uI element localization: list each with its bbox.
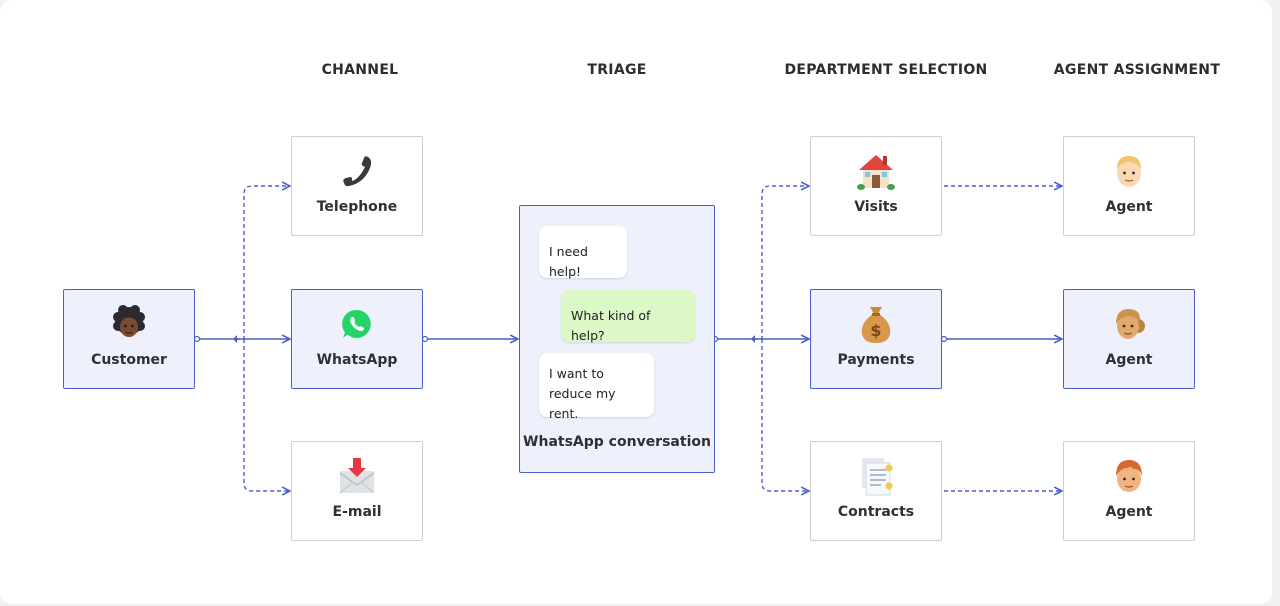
agent-node[interactable]: Agent (1063, 441, 1195, 541)
junction-arrow (751, 335, 755, 343)
message-bubble-outgoing: What kind of help? (561, 290, 695, 343)
money-bag-icon: $ (811, 302, 941, 346)
triage-label: WhatsApp conversation (523, 434, 711, 450)
customer-label: Customer (91, 352, 167, 368)
svg-text:$: $ (870, 321, 881, 340)
contract-document-icon (811, 454, 941, 498)
agent-label: Agent (1105, 199, 1153, 215)
customer-avatar-icon (64, 302, 194, 346)
channel-node-telephone[interactable]: Telephone (291, 136, 423, 236)
channel-label: E-mail (332, 504, 382, 520)
department-label: Contracts (837, 504, 915, 520)
message-bubble-incoming: I need help! (539, 226, 627, 279)
connector-triage-contracts (761, 339, 809, 491)
agent-node[interactable]: Agent (1063, 289, 1195, 389)
house-icon (811, 149, 941, 193)
department-node-visits[interactable]: Visits (810, 136, 942, 236)
customer-node[interactable]: Customer (63, 289, 195, 389)
channel-label: WhatsApp (316, 352, 398, 368)
column-title-agent: AGENT ASSIGNMENT (1053, 62, 1221, 78)
email-inbox-icon (292, 454, 422, 498)
port-dot (421, 335, 429, 343)
message-bubble-incoming: I want to reduce my rent. (539, 353, 654, 421)
agent-avatar-icon (1064, 454, 1194, 498)
connector-customer-telephone (236, 186, 290, 340)
channel-node-email[interactable]: E-mail (291, 441, 423, 541)
department-node-payments[interactable]: $ Payments (810, 289, 942, 389)
agent-node[interactable]: Agent (1063, 136, 1195, 236)
agent-avatar-icon (1064, 149, 1194, 193)
port-dot (940, 335, 948, 343)
port-dot (193, 335, 201, 343)
agent-label: Agent (1105, 504, 1153, 520)
connector-triage-visits (754, 186, 809, 340)
agent-label: Agent (1105, 352, 1153, 368)
junction-arrow (233, 335, 237, 343)
department-node-contracts[interactable]: Contracts (810, 441, 942, 541)
column-title-department: DEPARTMENT SELECTION (784, 62, 988, 78)
department-label: Visits (854, 199, 898, 215)
column-title-channel: CHANNEL (321, 62, 399, 78)
triage-conversation-panel[interactable]: I need help! What kind of help? I want t… (519, 205, 715, 473)
connector-customer-email (243, 339, 290, 491)
channel-label: Telephone (316, 199, 398, 215)
whatsapp-icon (292, 302, 422, 346)
telephone-icon (292, 149, 422, 193)
channel-node-whatsapp[interactable]: WhatsApp (291, 289, 423, 389)
department-label: Payments (837, 352, 915, 368)
column-title-triage: TRIAGE (587, 62, 647, 78)
agent-avatar-icon (1064, 302, 1194, 346)
